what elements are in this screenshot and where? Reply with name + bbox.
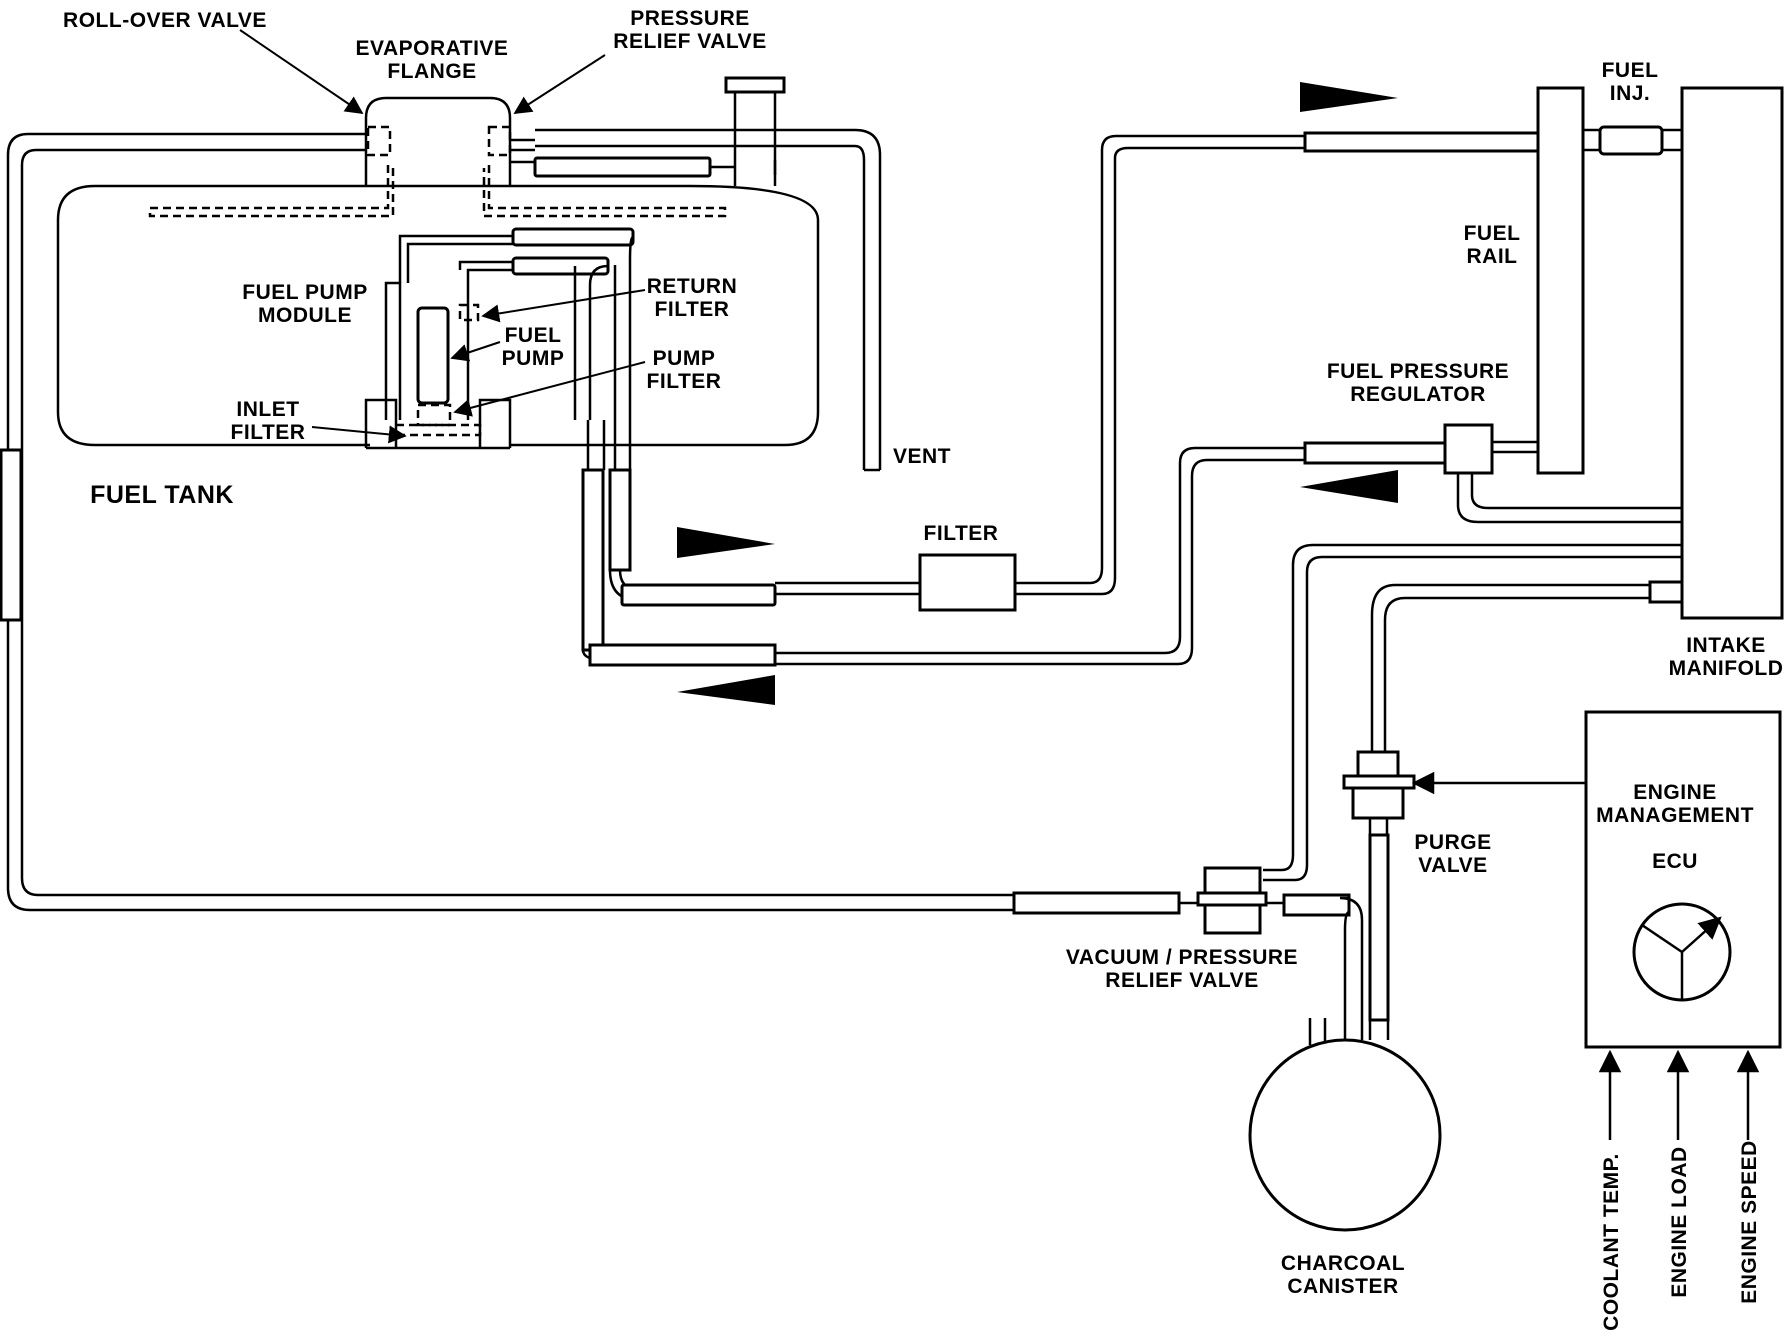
supply-line <box>775 131 1542 612</box>
fuel-tank <box>56 184 820 450</box>
leader-lines <box>239 29 646 444</box>
purge-valve <box>1342 750 1585 1022</box>
ecu-label: MANAGEMENT <box>1596 804 1754 827</box>
charcoal-canister-label: CHARCOAL <box>1281 1252 1405 1275</box>
engine-load-label: ENGINE LOAD <box>1668 1146 1691 1297</box>
fuel-pump-module <box>384 227 635 437</box>
fuel-pressure-regulator-label: FUEL PRESSURE <box>1327 360 1509 383</box>
pressure-relief-valve-label: RELIEF VALVE <box>613 30 766 53</box>
fuel-injector-label: FUEL <box>1602 59 1659 82</box>
pump-filter-label: FILTER <box>647 370 722 393</box>
ecu-inputs <box>1598 1049 1760 1140</box>
flow-arrows <box>677 82 1398 705</box>
fuel-pump-module-label: FUEL PUMP <box>242 281 367 304</box>
coolant-temp-label: COOLANT TEMP. <box>1600 1153 1623 1331</box>
pressure-relief-valve-label: PRESSURE <box>630 7 750 30</box>
vacuum-pressure-relief-valve-label: RELIEF VALVE <box>1105 969 1258 992</box>
fuel-pressure-regulator-label: REGULATOR <box>1350 383 1486 406</box>
flow-arrow-return-2 <box>677 675 775 705</box>
fuel-rail-label: RAIL <box>1467 245 1518 268</box>
charcoal-canister <box>1248 1018 1442 1232</box>
labels: ROLL-OVER VALVE EVAPORATIVE FLANGE PRESS… <box>63 7 1783 1331</box>
purge-valve-label: PURGE <box>1414 831 1491 854</box>
ecu <box>1584 710 1782 1049</box>
purge-valve-label: VALVE <box>1418 854 1487 877</box>
fuel-pressure-regulator <box>1443 423 1682 524</box>
return-line <box>775 441 1447 666</box>
rollover-valve-label: ROLL-OVER VALVE <box>63 9 267 32</box>
return-filter-label: RETURN <box>647 275 738 298</box>
return-filter-label: FILTER <box>655 298 730 321</box>
intake-manifold-label: MANIFOLD <box>1669 657 1784 680</box>
evap-line-left <box>0 132 1181 915</box>
engine-speed-label: ENGINE SPEED <box>1738 1140 1761 1304</box>
ecu-label: ECU <box>1652 850 1698 873</box>
fuel-tank-label: FUEL TANK <box>90 481 234 509</box>
ecu-label: ENGINE <box>1633 781 1717 804</box>
vacuum-lines <box>1263 543 1684 882</box>
vent-label: VENT <box>893 445 951 468</box>
evaporative-flange-label: EVAPORATIVE <box>356 37 509 60</box>
intake-manifold-label: INTAKE <box>1686 634 1766 657</box>
tank-outlet-lines <box>581 420 777 667</box>
fuel-pump-label: PUMP <box>502 347 565 370</box>
fuel-pump-module-label: MODULE <box>258 304 352 327</box>
flow-arrow-return-1 <box>1300 470 1398 503</box>
inlet-filter-label: FILTER <box>231 421 306 444</box>
fuel-pump-label: FUEL <box>505 324 562 347</box>
charcoal-canister-label: CANISTER <box>1287 1275 1398 1298</box>
fuel-injector-label: INJ. <box>1610 82 1651 105</box>
filter-label: FILTER <box>924 522 999 545</box>
fuel-rail-label: FUEL <box>1464 222 1521 245</box>
vacuum-pressure-relief-valve-label: VACUUM / PRESSURE <box>1066 946 1298 969</box>
fuel-injector <box>1583 125 1682 156</box>
vacuum-pressure-relief-valve <box>1180 866 1364 1020</box>
intake-manifold <box>1680 86 1784 620</box>
pressure-relief-lines <box>510 128 882 472</box>
pump-filter-label: PUMP <box>653 347 716 370</box>
flow-arrow-supply-1 <box>677 527 775 558</box>
fuel-rail <box>1536 86 1585 475</box>
flow-arrow-supply-2 <box>1300 82 1398 112</box>
inlet-filter-label: INLET <box>236 398 299 421</box>
evaporative-flange-label: FLANGE <box>387 60 476 83</box>
evaporative-flange <box>148 96 727 218</box>
